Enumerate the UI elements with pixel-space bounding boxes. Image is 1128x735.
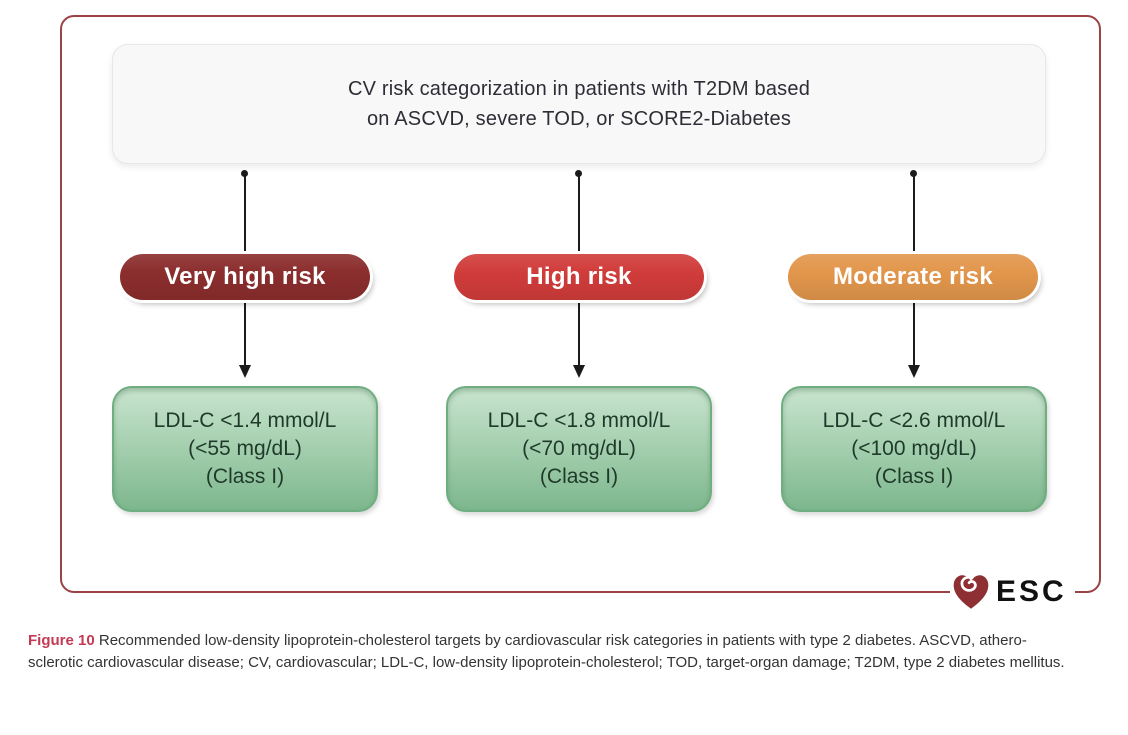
ldl-target-line-1: LDL-C <1.8 mmol/L <box>487 409 671 432</box>
risk-pill-label: Moderate risk <box>833 263 993 290</box>
ldl-target-line-1: LDL-C <1.4 mmol/L <box>153 409 337 432</box>
arrow-head-icon <box>239 365 251 378</box>
risk-pill-very-high: Very high risk <box>120 254 370 300</box>
ldl-target-box-very-high: LDL-C <1.4 mmol/L (<55 mg/dL) (Class I) <box>112 386 378 512</box>
header-line-2: on ASCVD, severe TOD, or SCORE2-Diabetes <box>366 107 792 130</box>
ldl-target-box-high: LDL-C <1.8 mmol/L (<70 mg/dL) (Class I) <box>446 386 712 512</box>
esc-logo-text: ESC <box>996 575 1067 608</box>
ldl-target-line-3: (Class I) <box>205 465 285 488</box>
risk-pill-high: High risk <box>454 254 704 300</box>
header-box: CV risk categorization in patients with … <box>112 44 1046 164</box>
figure-caption: Figure 10 Recommended low-density lipopr… <box>28 630 1123 674</box>
caption-line-1-text: Recommended low-density lipoprotein-chol… <box>98 632 1027 649</box>
caption-line-1: Figure 10 Recommended low-density lipopr… <box>28 630 1123 652</box>
arrow-head-icon <box>573 365 585 378</box>
ldl-target-line-1: LDL-C <2.6 mmol/L <box>822 409 1006 432</box>
ldl-target-line-3: (Class I) <box>539 465 619 488</box>
caption-line-2: sclerotic cardiovascular disease; CV, ca… <box>28 654 1065 671</box>
header-line-1: CV risk categorization in patients with … <box>347 77 811 100</box>
ldl-target-box-moderate: LDL-C <2.6 mmol/L (<100 mg/dL) (Class I) <box>781 386 1047 512</box>
esc-heart-icon <box>950 571 992 613</box>
arrow-head-icon <box>908 365 920 378</box>
figure-number-label: Figure 10 <box>28 632 95 649</box>
risk-pill-label: High risk <box>526 263 632 290</box>
ldl-target-line-2: (<55 mg/dL) <box>188 437 302 460</box>
esc-logo: ESC <box>950 568 1075 616</box>
risk-pill-label: Very high risk <box>164 263 326 290</box>
risk-pill-moderate: Moderate risk <box>788 254 1038 300</box>
ldl-target-line-3: (Class I) <box>874 465 954 488</box>
ldl-target-line-2: (<100 mg/dL) <box>851 437 977 460</box>
ldl-target-line-2: (<70 mg/dL) <box>522 437 636 460</box>
